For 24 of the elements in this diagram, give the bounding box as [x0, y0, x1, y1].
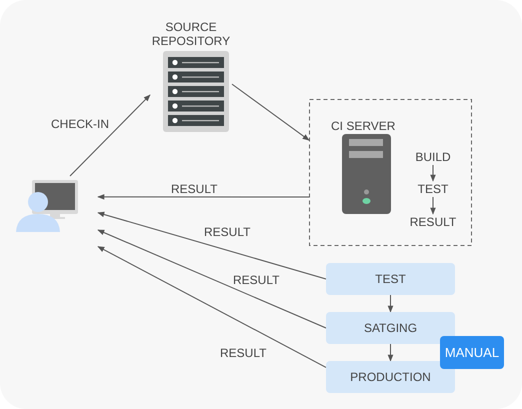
node-label: SOURCE REPOSITORY	[150, 20, 232, 48]
edge-label: RESULT	[232, 273, 280, 287]
node-label: CI SERVER	[331, 119, 396, 133]
edge-label: RESULT	[219, 346, 268, 360]
arrow	[388, 344, 394, 362]
stage-box: SATGING	[326, 312, 455, 344]
step-label: RESULT	[405, 214, 461, 230]
edge-label: RESULT	[170, 182, 218, 196]
step-label: TEST	[408, 181, 458, 197]
edge-label: CHECK-IN	[50, 117, 110, 131]
arrow	[97, 212, 326, 280]
arrow	[430, 164, 436, 182]
arrow	[232, 84, 310, 141]
arrow	[97, 194, 310, 200]
arrow	[97, 246, 326, 368]
arrow	[97, 230, 326, 328]
arrow	[430, 196, 436, 215]
step-label: BUILD	[408, 149, 458, 165]
arrow	[388, 294, 394, 313]
stage-box: PRODUCTION	[326, 361, 455, 393]
manual-badge: MANUAL	[440, 336, 504, 369]
stage-box: TEST	[326, 263, 455, 295]
arrow	[70, 94, 150, 176]
edge-label: RESULT	[203, 225, 252, 239]
